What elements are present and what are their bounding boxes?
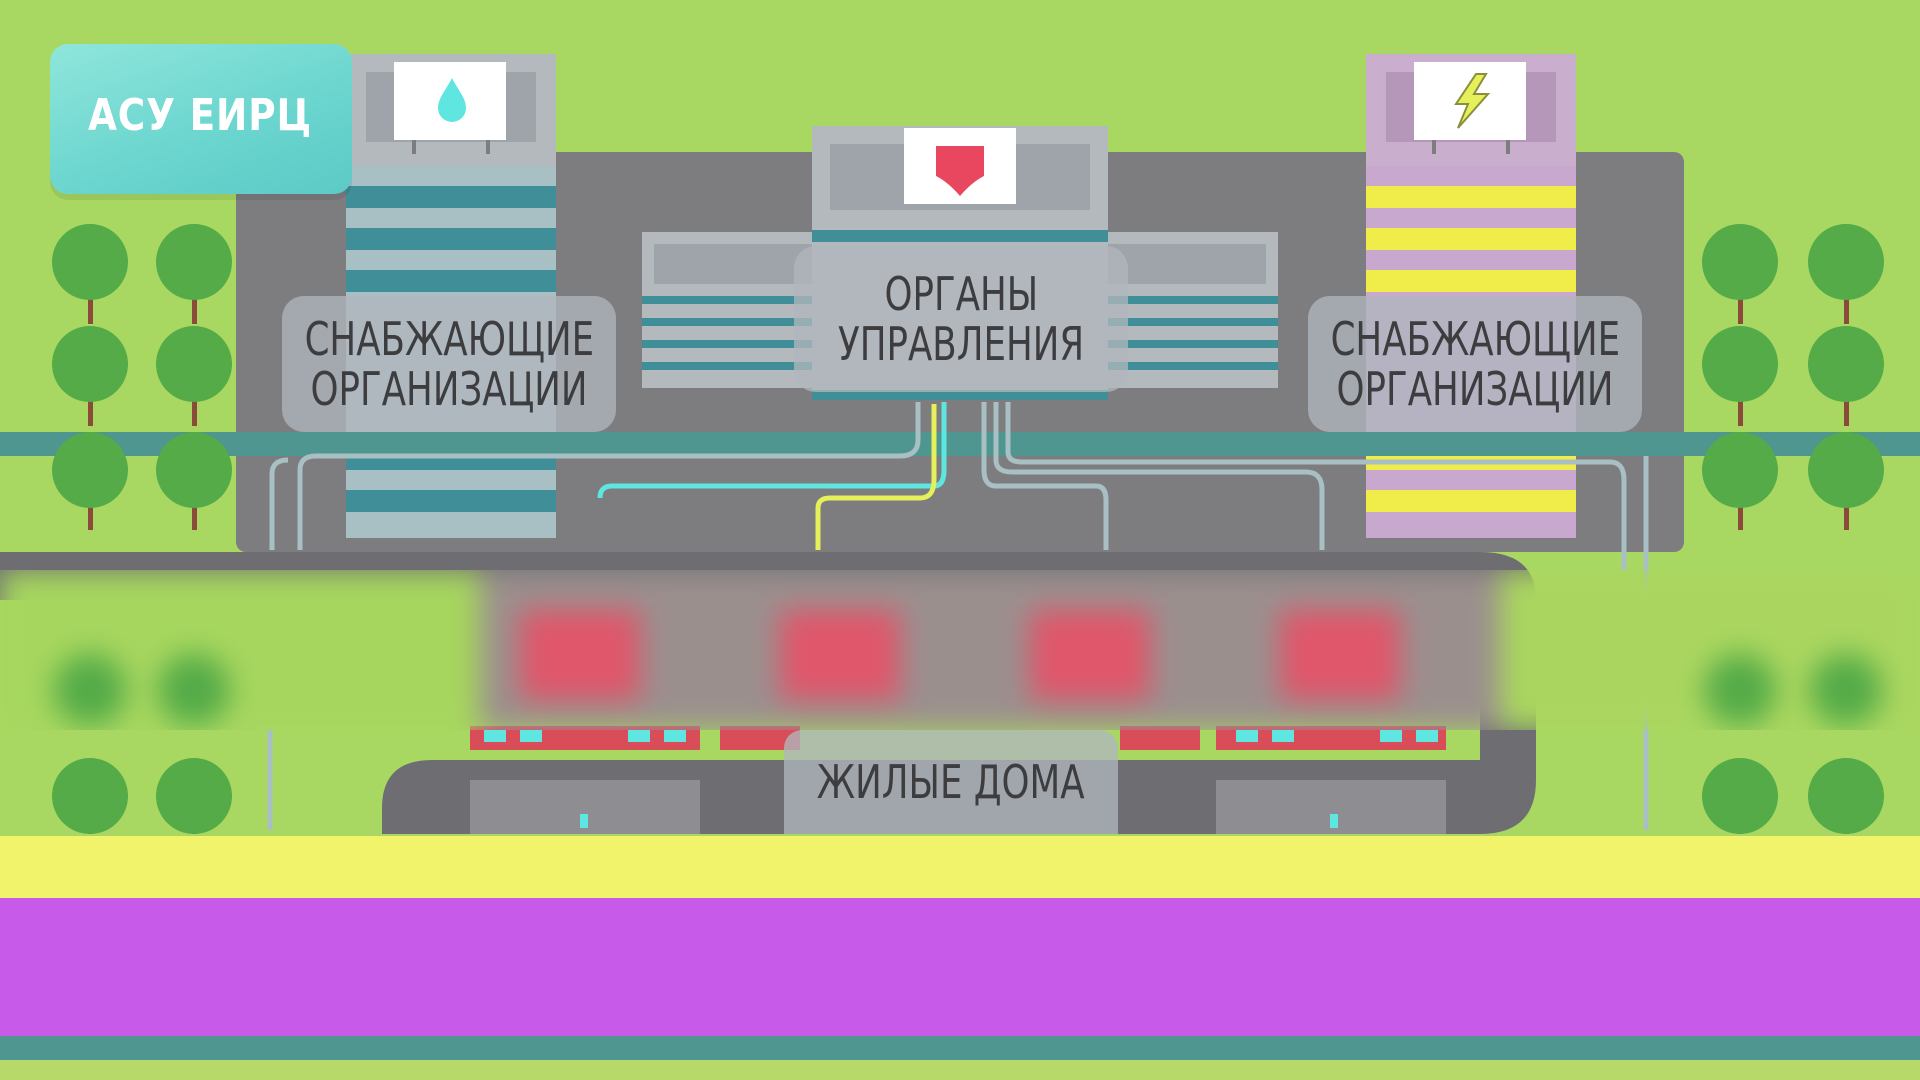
purple-band: [0, 898, 1920, 1036]
shield-icon: [936, 146, 984, 196]
connection-lines: [267, 402, 1649, 830]
label-supply-left: СНАБЖАЮЩИЕ ОРГАНИЗАЦИИ: [282, 296, 616, 432]
label-supply-right-line2: ОРГАНИЗАЦИИ: [1336, 362, 1614, 416]
label-supply-right-line1: СНАБЖАЮЩИЕ: [1330, 312, 1620, 366]
label-government: ОРГАНЫ УПРАВЛЕНИЯ: [794, 246, 1128, 392]
road: [0, 552, 1536, 834]
label-supply-left-line1: СНАБЖАЮЩИЕ: [304, 312, 594, 366]
trees-right: [1702, 224, 1884, 834]
yellow-band: [0, 836, 1920, 898]
label-supply-left-line2: ОРГАНИЗАЦИИ: [310, 362, 588, 416]
main-pipe: [0, 432, 1920, 456]
label-supply-right: СНАБЖАЮЩИЕ ОРГАНИЗАЦИИ: [1308, 296, 1642, 432]
badge-title: АСУ ЕИРЦ: [88, 90, 313, 141]
blurred-strip: [0, 570, 1920, 730]
teal-band: [0, 1036, 1920, 1060]
water-drop-icon: [438, 78, 466, 122]
app-badge: АСУ ЕИРЦ: [50, 44, 352, 194]
label-government-line2: УПРАВЛЕНИЯ: [837, 317, 1085, 371]
label-residential-text: ЖИЛЫЕ ДОМА: [817, 755, 1085, 809]
bottom-band: [0, 1060, 1920, 1080]
label-residential: ЖИЛЫЕ ДОМА: [784, 730, 1118, 834]
lightning-icon: [1454, 73, 1491, 129]
trees-left: [52, 224, 232, 834]
label-government-line1: ОРГАНЫ: [884, 267, 1038, 321]
